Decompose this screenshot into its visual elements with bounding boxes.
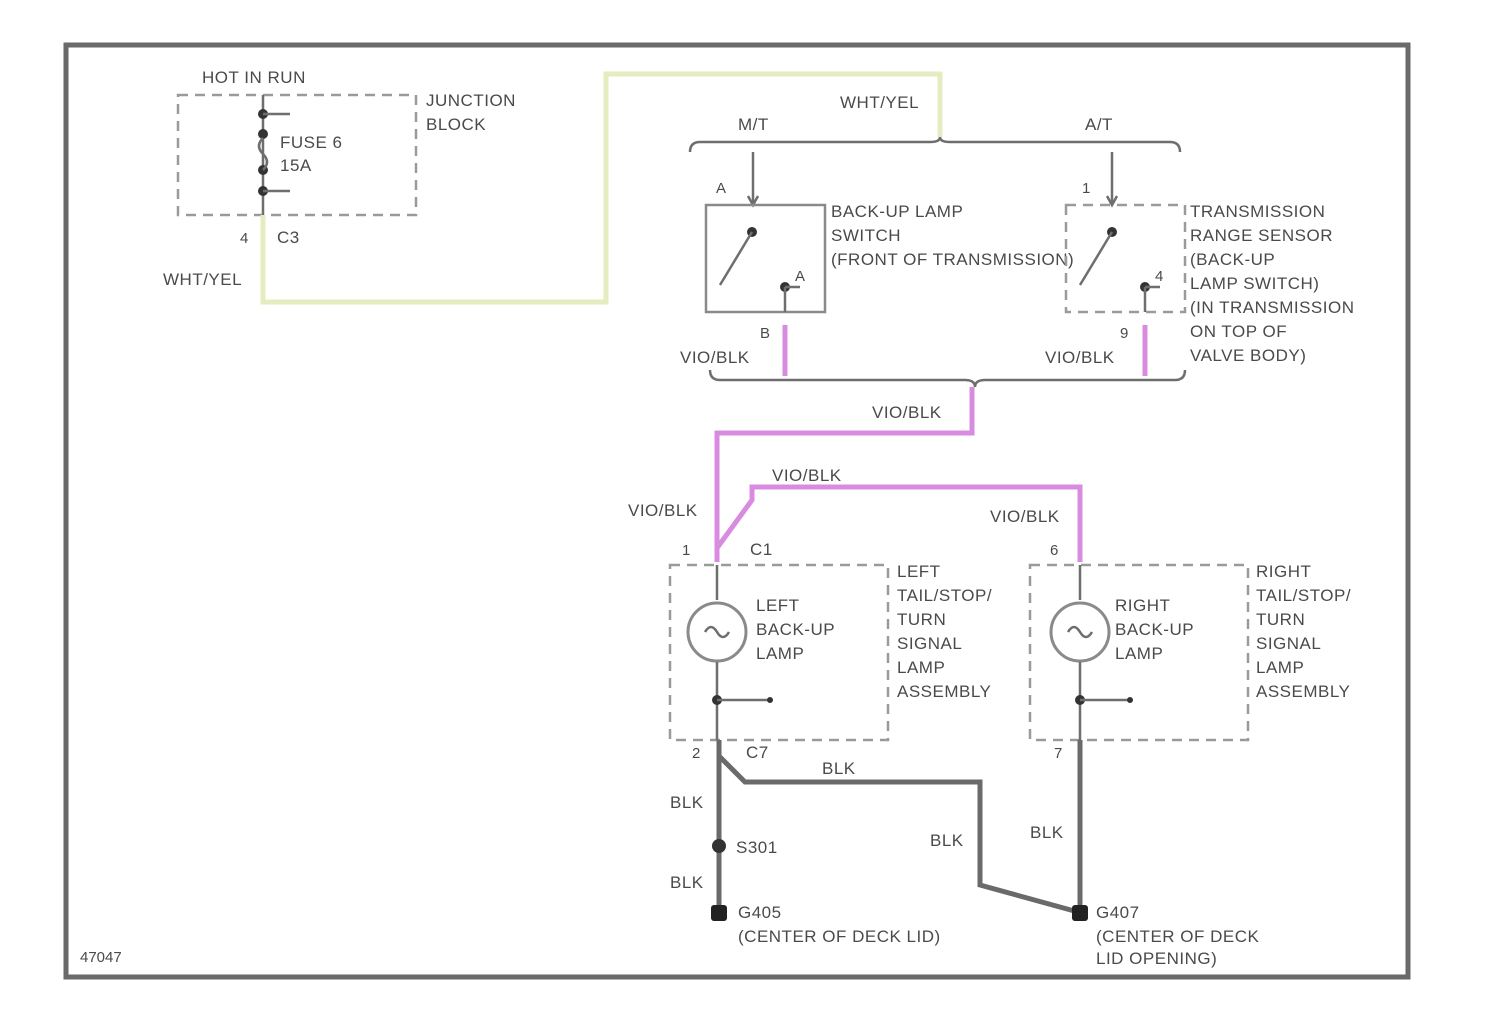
junction-block-label-1: JUNCTION <box>426 91 516 110</box>
range-sensor-label-5: (IN TRANSMISSION <box>1190 298 1354 317</box>
backup-switch-pin-side: A <box>795 268 805 285</box>
left-assembly-label-6: ASSEMBLY <box>897 682 991 701</box>
left-assembly-label-2: TAIL/STOP/ <box>897 586 992 605</box>
fuse-rating: 15A <box>280 156 312 175</box>
left-bulb-label-1: LEFT <box>756 596 800 615</box>
range-sensor-label-7: VALVE BODY) <box>1190 346 1306 365</box>
blk-right-label: BLK <box>1030 823 1064 842</box>
left-lamp-pin-bottom: 2 <box>692 745 700 762</box>
at-label: A/T <box>1085 115 1113 134</box>
right-bulb-label-1: RIGHT <box>1115 596 1170 615</box>
splice-s301 <box>712 839 726 853</box>
right-bulb-label-2: BACK-UP <box>1115 620 1194 639</box>
backup-switch-label-2: SWITCH <box>831 226 901 245</box>
range-sensor-label-3: (BACK-UP <box>1190 250 1275 269</box>
g405-label: G405 <box>738 903 782 922</box>
g407-location-1: (CENTER OF DECK <box>1096 927 1260 946</box>
fuse-name: FUSE 6 <box>280 133 343 152</box>
footer-code: 47047 <box>80 949 122 966</box>
hot-in-run-label: HOT IN RUN <box>202 68 306 87</box>
g405-location: (CENTER OF DECK LID) <box>738 927 941 946</box>
range-sensor-pin-top: 1 <box>1082 180 1090 197</box>
backup-switch-pin-bottom: B <box>760 325 770 342</box>
right-assembly-label-4: SIGNAL <box>1256 634 1321 653</box>
g407-location-2: LID OPENING) <box>1096 949 1217 968</box>
left-lamp-wire-label: VIO/BLK <box>628 501 698 520</box>
left-assembly-label-1: LEFT <box>897 562 941 581</box>
range-sensor-pin-bottom: 9 <box>1120 325 1128 342</box>
fuse-pin: 4 <box>240 230 248 247</box>
right-assembly-label-6: ASSEMBLY <box>1256 682 1350 701</box>
branch-wire-label: VIO/BLK <box>772 466 842 485</box>
range-sensor-wire-label: VIO/BLK <box>1045 348 1115 367</box>
junction-block-label-2: BLOCK <box>426 115 486 134</box>
backup-switch-label-1: BACK-UP LAMP <box>831 202 963 221</box>
blk-left-lower-label: BLK <box>670 873 704 892</box>
right-assembly-label-5: LAMP <box>1256 658 1304 677</box>
top-wire-label: WHT/YEL <box>840 93 919 112</box>
fuse-connector: C3 <box>277 228 300 247</box>
g407-label: G407 <box>1096 903 1140 922</box>
range-sensor-label-2: RANGE SENSOR <box>1190 226 1333 245</box>
right-lamp-pin-top: 6 <box>1050 542 1058 559</box>
ground-g405-icon <box>711 905 727 921</box>
splice-label: S301 <box>736 838 778 857</box>
right-lamp-pin-bottom: 7 <box>1054 745 1062 762</box>
trunk-wire-label: VIO/BLK <box>872 403 942 422</box>
left-assembly-label-3: TURN <box>897 610 946 629</box>
left-assembly-label-5: LAMP <box>897 658 945 677</box>
blk-left-upper-label: BLK <box>670 793 704 812</box>
right-lamp-wire-label: VIO/BLK <box>990 507 1060 526</box>
backup-switch-pin-top: A <box>716 180 726 197</box>
right-bulb-label-3: LAMP <box>1115 644 1163 663</box>
blk-cross-label: BLK <box>822 759 856 778</box>
range-sensor-label-1: TRANSMISSION <box>1190 202 1325 221</box>
mt-label: M/T <box>738 115 769 134</box>
left-lamp-pin-top: 1 <box>682 542 690 559</box>
left-assembly-label-4: SIGNAL <box>897 634 962 653</box>
left-bulb-label-2: BACK-UP <box>756 620 835 639</box>
right-assembly-label-1: RIGHT <box>1256 562 1311 581</box>
left-bulb-label-3: LAMP <box>756 644 804 663</box>
fuse-wire-label: WHT/YEL <box>163 270 242 289</box>
left-lamp-conn-bottom: C7 <box>746 743 769 762</box>
ground-g407-icon <box>1072 905 1088 921</box>
backup-switch-wire-label: VIO/BLK <box>680 348 750 367</box>
right-assembly-label-3: TURN <box>1256 610 1305 629</box>
range-sensor-label-6: ON TOP OF <box>1190 322 1287 341</box>
range-sensor-label-4: LAMP SWITCH) <box>1190 274 1319 293</box>
range-sensor-pin-side: 4 <box>1155 268 1163 285</box>
left-lamp-conn-top: C1 <box>750 540 773 559</box>
backup-switch-label-3: (FRONT OF TRANSMISSION) <box>831 250 1074 269</box>
blk-cross-down-label: BLK <box>930 831 964 850</box>
right-assembly-label-2: TAIL/STOP/ <box>1256 586 1351 605</box>
